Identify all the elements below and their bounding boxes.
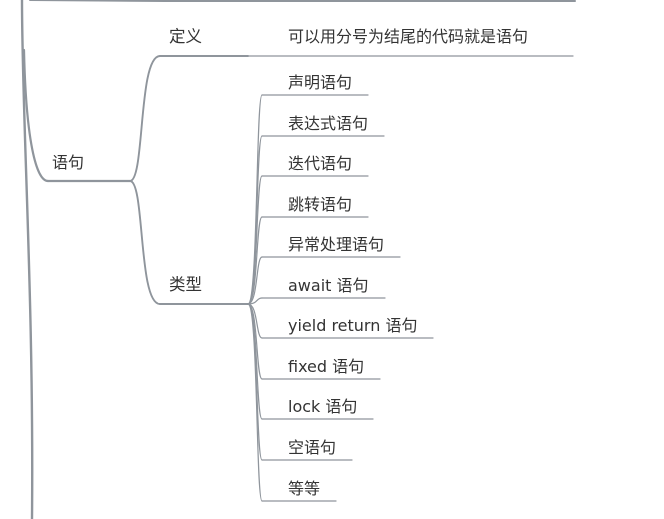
node-type-child-7[interactable]: yield return 语句 bbox=[288, 316, 418, 335]
node-definition[interactable]: 定义 bbox=[169, 27, 202, 46]
link-type-child-4 bbox=[247, 216, 263, 305]
top-branch-curve bbox=[29, 0, 166, 2]
node-type-child-8[interactable]: fixed 语句 bbox=[288, 357, 365, 376]
link-type-child-6 bbox=[247, 297, 263, 305]
node-type-child-9[interactable]: lock 语句 bbox=[288, 397, 358, 416]
node-type-child-2[interactable]: 表达式语句 bbox=[288, 114, 369, 133]
node-type-child-4[interactable]: 跳转语句 bbox=[288, 195, 353, 214]
type-child-connectors bbox=[247, 94, 434, 502]
node-type-child-10[interactable]: 空语句 bbox=[288, 438, 337, 457]
main-trunk bbox=[20, 0, 34, 519]
node-type-child-5[interactable]: 异常处理语句 bbox=[288, 235, 385, 254]
node-definition-child[interactable]: 可以用分号为结尾的代码就是语句 bbox=[288, 27, 529, 46]
node-statement[interactable]: 语句 bbox=[52, 153, 85, 172]
link-type-child-3 bbox=[247, 175, 263, 305]
link-statement-type bbox=[129, 180, 161, 305]
link-root-statement bbox=[22, 48, 50, 183]
link-type-child-11 bbox=[247, 303, 263, 502]
node-type-child-6[interactable]: await 语句 bbox=[288, 276, 369, 295]
link-statement-definition bbox=[129, 55, 161, 182]
node-type-child-3[interactable]: 迭代语句 bbox=[288, 154, 353, 173]
node-type-child-11[interactable]: 等等 bbox=[288, 479, 321, 498]
node-type-child-1[interactable]: 声明语句 bbox=[288, 73, 353, 92]
link-type-child-5 bbox=[247, 256, 263, 305]
node-type[interactable]: 类型 bbox=[169, 275, 202, 294]
